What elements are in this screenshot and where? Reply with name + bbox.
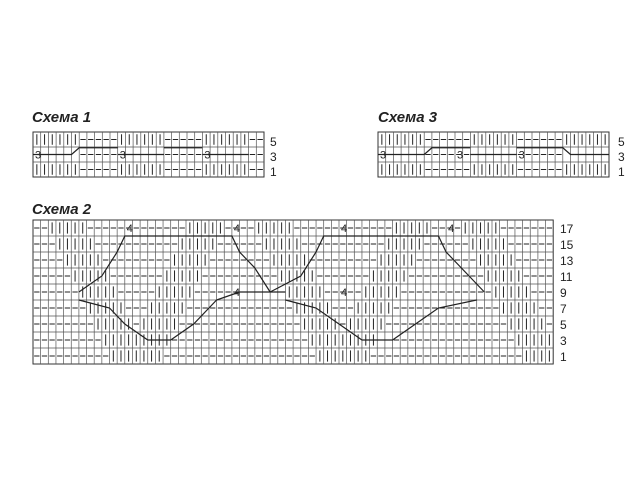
cable-line	[269, 235, 439, 293]
cable-line	[437, 235, 485, 293]
scheme3-row-number: 5	[618, 135, 625, 149]
cable-label: 3	[519, 150, 525, 162]
cable-label: 4	[448, 223, 454, 235]
scheme2-row-number: 9	[560, 286, 567, 300]
cable-line	[516, 147, 609, 156]
scheme2-row-number: 11	[560, 270, 573, 284]
scheme1-row-number: 5	[270, 135, 277, 149]
cable-line	[78, 299, 218, 341]
scheme1-row-number: 3	[270, 150, 277, 164]
cable-line	[170, 235, 271, 293]
scheme1-title: Схема 1	[32, 109, 92, 126]
scheme2-row-number: 17	[560, 222, 574, 236]
cable-label: 4	[341, 287, 347, 299]
scheme2-row-number: 13	[560, 254, 574, 268]
cable-label: 4	[341, 223, 347, 235]
cable-label: 3	[120, 150, 126, 162]
cable-label: 3	[380, 150, 386, 162]
scheme2-row-number: 5	[560, 318, 567, 332]
cable-line	[378, 147, 471, 156]
cable-line	[216, 291, 286, 301]
scheme3-row-number: 1	[618, 165, 625, 179]
cable-label: 3	[457, 150, 463, 162]
cable-label: 4	[127, 223, 133, 235]
cable-label: 3	[35, 150, 41, 162]
cable-label: 4	[234, 223, 240, 235]
cable-line	[78, 235, 171, 293]
scheme3-row-number: 3	[618, 150, 625, 164]
cable-label: 3	[204, 150, 210, 162]
cable-line	[285, 299, 477, 341]
scheme2-row-number: 3	[560, 334, 567, 348]
scheme3-title: Схема 3	[378, 109, 438, 126]
cable-line	[33, 147, 118, 156]
scheme2-row-number: 7	[560, 302, 567, 316]
scheme2-row-number: 15	[560, 238, 574, 252]
scheme1-row-number: 1	[270, 165, 277, 179]
scheme2-title: Схема 2	[32, 201, 92, 218]
scheme2-row-number: 1	[560, 350, 567, 364]
